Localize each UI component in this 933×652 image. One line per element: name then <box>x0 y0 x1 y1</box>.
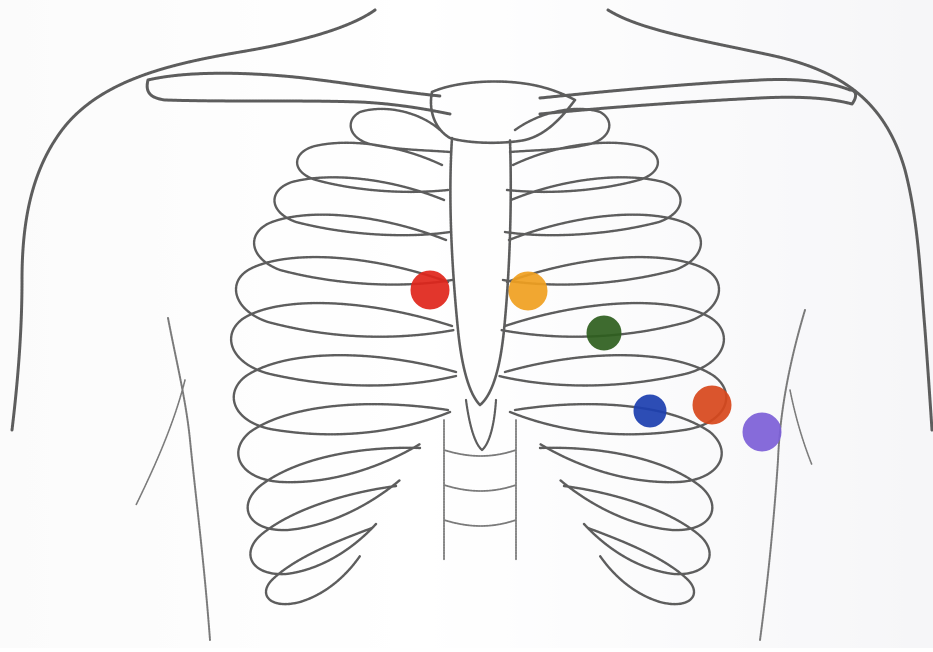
left-ribs <box>231 109 456 604</box>
electrode-green-dot <box>587 316 621 350</box>
electrode-orange-dot <box>693 386 731 424</box>
sternum <box>431 81 575 560</box>
right-lat-line <box>790 390 812 465</box>
electrodes <box>411 271 781 451</box>
left-rib <box>238 404 448 482</box>
sternum-body <box>450 138 510 405</box>
left-rib <box>274 177 450 235</box>
electrode-purple-dot <box>743 413 781 451</box>
left-rib <box>248 448 420 530</box>
left-clavicle <box>147 73 450 114</box>
electrode-blue-dot <box>634 395 666 427</box>
right-shoulder-outline <box>608 10 932 430</box>
left-rib <box>351 109 450 152</box>
right-rib <box>505 177 681 235</box>
electrode-red-dot <box>411 271 449 309</box>
body-outline <box>12 10 932 640</box>
right-ribs <box>499 109 726 604</box>
clavicles <box>147 73 855 114</box>
xiphoid <box>466 400 496 450</box>
right-rib <box>515 404 722 482</box>
electrode-yellow-dot <box>509 272 547 310</box>
spine-segment <box>444 420 516 560</box>
left-lat-line <box>136 380 185 505</box>
right-rib <box>540 448 712 530</box>
left-flank-outline <box>168 318 210 640</box>
right-rib <box>510 109 609 152</box>
left-rib <box>231 303 456 385</box>
right-flank-outline <box>760 310 805 640</box>
